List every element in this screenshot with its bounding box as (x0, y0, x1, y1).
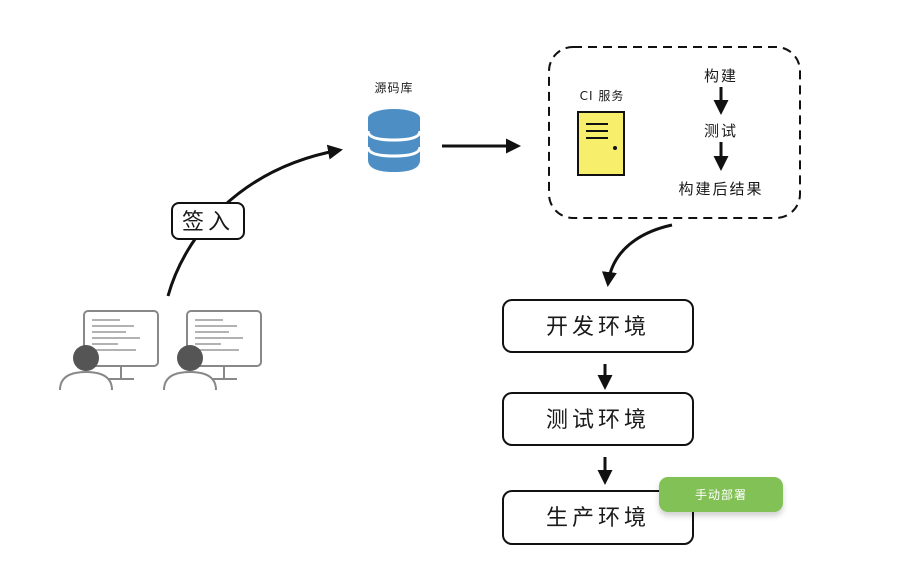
developer-1-icon (59, 310, 159, 391)
manual-deploy-badge: 手动部署 (659, 477, 783, 512)
test-environment-label: 测试环境 (546, 408, 650, 433)
prod-environment-label: 生产环境 (546, 506, 650, 531)
ci-step-build: 构建 (704, 67, 738, 85)
prod-environment-box: 生产环境 (502, 490, 694, 545)
database-icon (366, 109, 422, 172)
checkin-label-box: 签入 (171, 202, 245, 240)
dev-environment-label: 开发环境 (546, 315, 650, 340)
manual-deploy-label: 手动部署 (695, 487, 747, 502)
ci-step-test: 测试 (704, 122, 738, 140)
dev-environment-box: 开发环境 (502, 299, 694, 353)
repo-label: 源码库 (374, 80, 413, 95)
test-environment-box: 测试环境 (502, 392, 694, 446)
ci-to-dev-arrow (601, 223, 673, 287)
ci-container (548, 46, 801, 219)
server-icon (577, 111, 625, 176)
checkin-label: 签入 (182, 210, 234, 235)
developer-2-icon (163, 310, 262, 391)
ci-service-label: CI 服务 (580, 88, 625, 103)
ci-step-result: 构建后结果 (678, 180, 763, 198)
